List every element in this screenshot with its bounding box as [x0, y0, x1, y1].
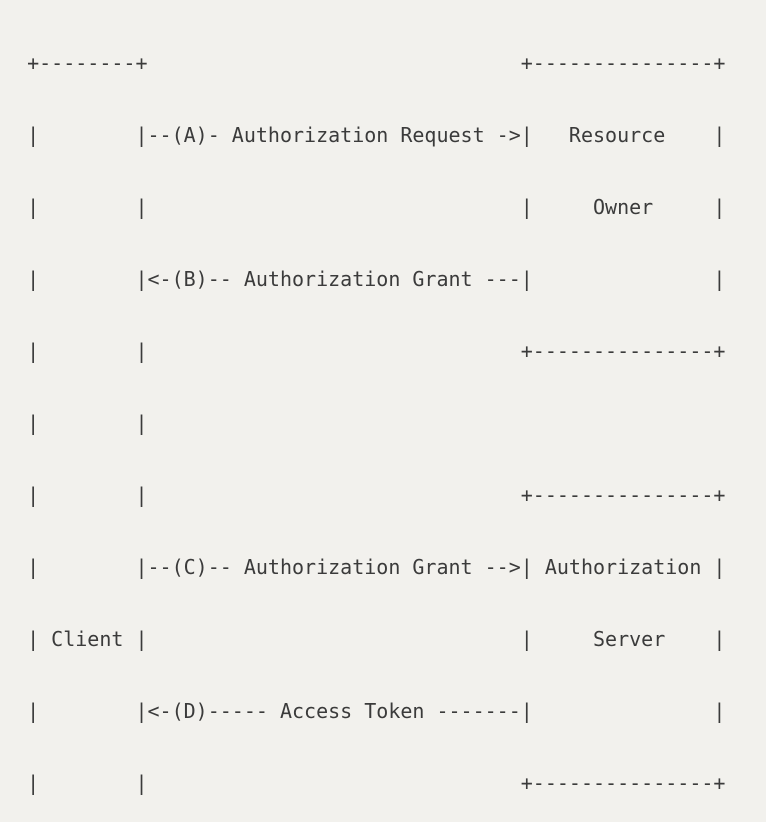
diagram-line-resource-owner-bottom: | | +---------------+ — [3, 339, 726, 363]
diagram-line-step-b: | |<-(B)-- Authorization Grant ---| | — [3, 267, 726, 291]
diagram-line-auth-server-bottom: | | +---------------+ — [3, 771, 726, 795]
diagram-line-spacer-1: | | — [3, 411, 148, 435]
diagram-line-step-c: | |--(C)-- Authorization Grant -->| Auth… — [3, 555, 726, 579]
diagram-line-auth-server-top: | | +---------------+ — [3, 483, 726, 507]
diagram-line-step-d: | |<-(D)----- Access Token -------| | — [3, 699, 726, 723]
diagram-line-border-top: +--------+ +---------------+ — [3, 51, 726, 75]
diagram-line-client-label: | Client | | Server | — [3, 627, 726, 651]
diagram-line-step-a: | |--(A)- Authorization Request ->| Reso… — [3, 123, 726, 147]
diagram-line-resource-owner-label: | | | Owner | — [3, 195, 726, 219]
